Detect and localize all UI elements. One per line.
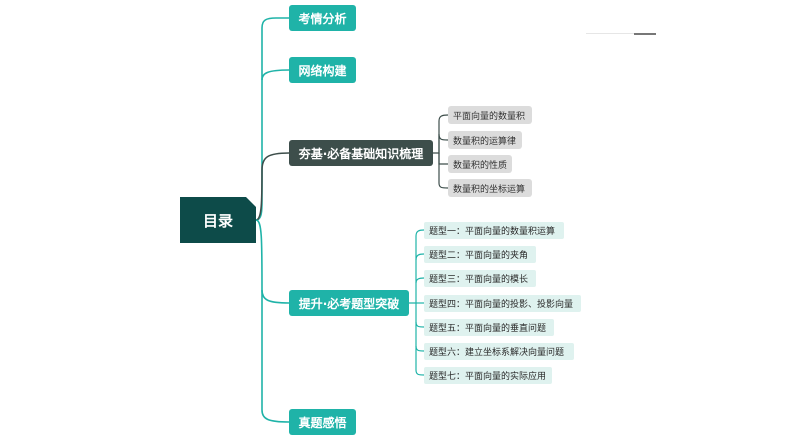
leaf-node[interactable]: 题型二：平面向量的夹角: [424, 246, 536, 263]
decorative-divider: [586, 33, 656, 35]
leaf-node[interactable]: 数量积的坐标运算: [448, 179, 532, 197]
leaf-label: 题型六：建立坐标系解决向量问题: [429, 348, 565, 358]
branch-label: 真题感悟: [298, 415, 347, 430]
branch-zhenti[interactable]: 真题感悟: [289, 409, 356, 435]
root-label: 目录: [202, 211, 233, 230]
leaf-node[interactable]: 题型五：平面向量的垂直问题: [424, 319, 554, 336]
branch-label: 夯基·必备基础知识梳理: [298, 146, 424, 161]
leaf-label: 数量积的坐标运算: [453, 184, 526, 195]
branch-kaoqing[interactable]: 考情分析: [289, 5, 356, 31]
branch-label: 提升·必考题型突破: [298, 296, 400, 311]
leaf-node[interactable]: 数量积的运算律: [448, 131, 522, 149]
folded-corner: [246, 197, 256, 207]
leaf-node[interactable]: 数量积的性质: [448, 155, 512, 173]
leaf-label: 题型七：平面向量的实际应用: [429, 372, 547, 382]
branch-tisheng[interactable]: 提升·必考题型突破: [289, 290, 409, 316]
leaf-label: 数量积的性质: [453, 160, 508, 171]
leaf-node[interactable]: 题型一：平面向量的数量积运算: [424, 222, 564, 239]
leaf-node[interactable]: 题型四：平面向量的投影、投影向量: [424, 295, 581, 312]
leaf-label: 题型五：平面向量的垂直问题: [429, 324, 547, 334]
branch-label: 网络构建: [298, 63, 347, 78]
leaf-label: 数量积的运算律: [453, 136, 517, 147]
root-node[interactable]: 目录: [180, 197, 256, 243]
leaf-label: 题型二：平面向量的夹角: [429, 251, 529, 261]
leaf-label: 题型四：平面向量的投影、投影向量: [429, 300, 574, 310]
leaf-label: 题型三：平面向量的模长: [429, 275, 529, 285]
leaf-node[interactable]: 平面向量的数量积: [448, 106, 532, 124]
leaf-label: 平面向量的数量积: [453, 111, 526, 122]
leaf-node[interactable]: 题型七：平面向量的实际应用: [424, 367, 552, 384]
leaf-node[interactable]: 题型三：平面向量的模长: [424, 270, 536, 287]
leaf-label: 题型一：平面向量的数量积运算: [429, 227, 556, 237]
branch-wangluo[interactable]: 网络构建: [289, 57, 356, 83]
leaf-node[interactable]: 题型六：建立坐标系解决向量问题: [424, 343, 574, 360]
branch-hangji[interactable]: 夯基·必备基础知识梳理: [289, 140, 433, 166]
branch-label: 考情分析: [298, 11, 347, 26]
